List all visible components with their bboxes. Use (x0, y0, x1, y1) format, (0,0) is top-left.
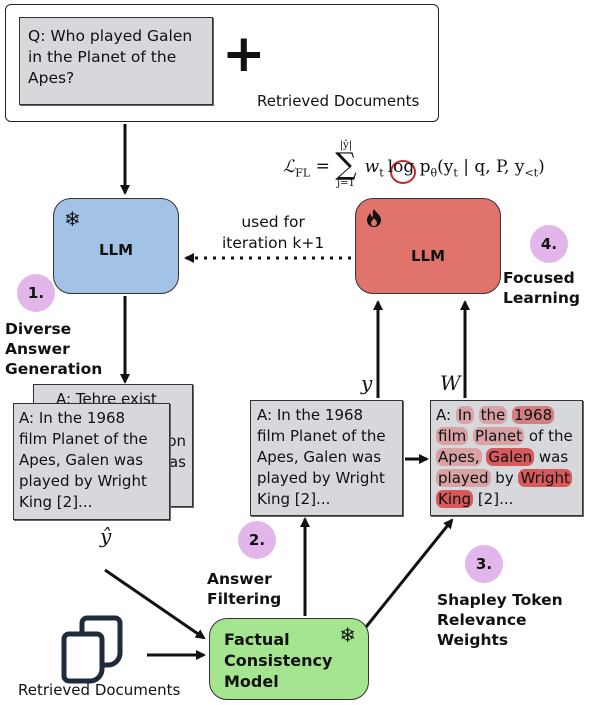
retrieved-documents-label: Retrieved Documents (257, 92, 420, 110)
weighted-line: Apes, Galen was (436, 448, 569, 466)
step-badge-3: 3. (465, 545, 503, 583)
weighted-line: King [2]... (436, 490, 514, 508)
llm-trained-label: LLM (410, 247, 446, 265)
formula-lhs: ℒFL (283, 156, 311, 179)
y-hat-label: ŷ (100, 524, 112, 548)
arrow-fcm-to-weighted (364, 518, 454, 628)
llm-frozen-box: ❄ LLM (53, 198, 179, 294)
step-badge-1: 1. (17, 274, 55, 312)
sum-operator: |ŷ|∑j=1 (335, 140, 357, 189)
step-badge-4: 4. (530, 225, 568, 263)
snowflake-icon: ❄ (64, 207, 81, 231)
plus-sign: + (222, 24, 266, 84)
weight-term: wt (364, 156, 384, 179)
llm-trained-box: LLM (355, 198, 501, 294)
answer-card-front: A: In the 1968 film Planet of the Apes, … (13, 403, 170, 520)
flame-icon (367, 209, 381, 227)
weighted-line: film Planet of the (436, 427, 573, 445)
feedback-label: used for iteration k+1 (222, 213, 325, 252)
snowflake-icon: ❄ (339, 623, 356, 647)
documents-icon (61, 615, 123, 684)
llm-frozen-label: LLM (98, 241, 134, 259)
weighted-answer-card: A: In the 1968 film Planet of the Apes, … (430, 400, 583, 516)
y-label: y (361, 371, 373, 395)
log-prob-term: log pθ(yt | q, P, y<t) (387, 156, 545, 179)
step-badge-2: 2. (238, 521, 276, 559)
retrieved-documents-label-bottom: Retrieved Documents (18, 681, 181, 699)
weight-highlight-circle (390, 160, 416, 184)
filtered-answer-card: A: In the 1968 film Planet of the Apes, … (250, 400, 403, 516)
weighted-line: A: In the 1968 (436, 406, 555, 424)
question-card: Q: Who played Galen in the Planet of the… (19, 17, 213, 105)
weighted-line: played by Wright (436, 469, 572, 487)
arrow-answers-to-fcm (104, 568, 206, 640)
w-label: W (440, 371, 461, 395)
